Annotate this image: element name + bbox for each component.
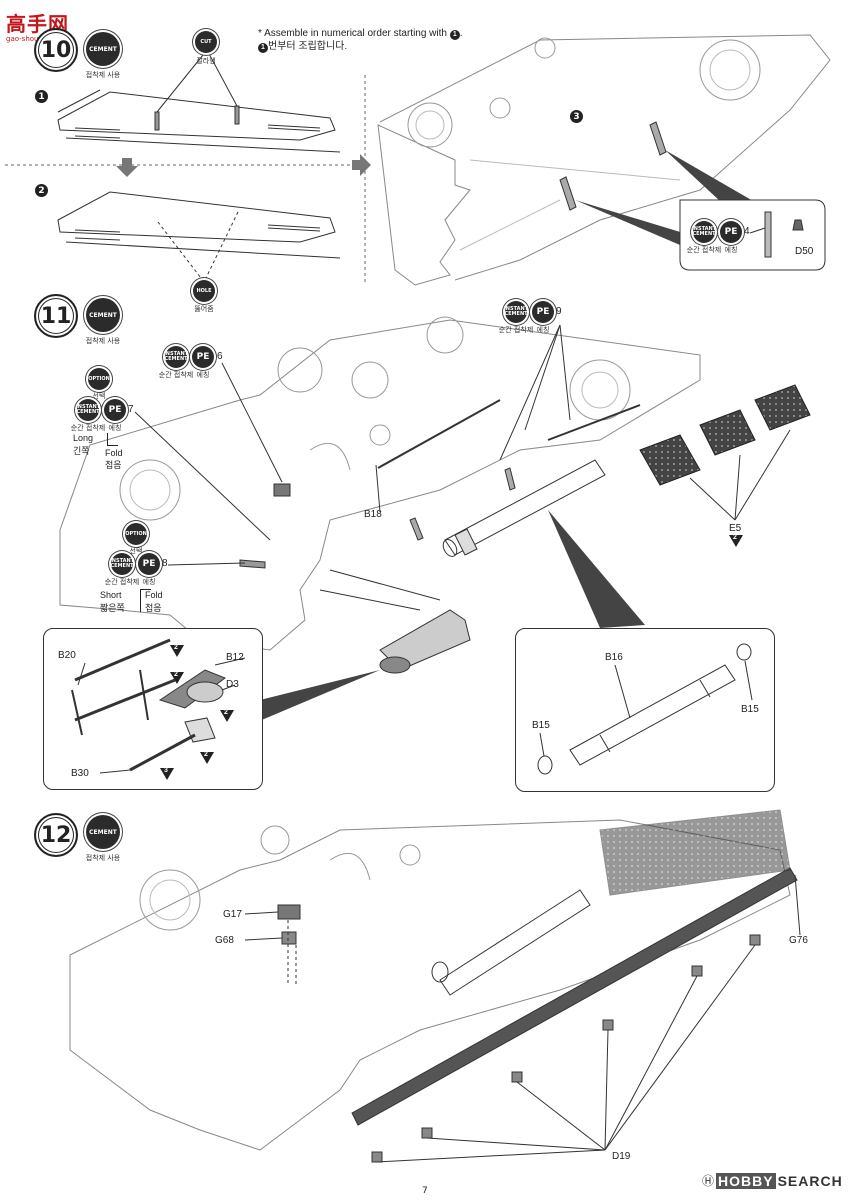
cement-badge-step11: CEMENT bbox=[86, 298, 120, 332]
count-b30-b: 3 bbox=[164, 767, 168, 774]
detail-box-mount bbox=[43, 628, 263, 790]
count-b12-a: 2 bbox=[174, 644, 178, 651]
fold-label-7-kr: 접음 bbox=[105, 460, 122, 470]
instant-cement-caption-7: 순간 접착제 bbox=[70, 424, 106, 432]
pe-caption-6: 에칭 bbox=[196, 371, 210, 379]
assembly-note: * Assemble in numerical order starting w… bbox=[258, 28, 463, 53]
part-label-d3: D3 bbox=[226, 679, 239, 690]
long-fold-mark bbox=[107, 433, 118, 446]
cement-caption-step10: 접착제 사용 bbox=[85, 71, 121, 79]
pe-part-number-6: 6 bbox=[217, 351, 223, 362]
substep-3-marker: 3 bbox=[570, 110, 583, 123]
option-caption-8: 선택 bbox=[129, 547, 143, 555]
pe-caption-7: 에칭 bbox=[108, 424, 122, 432]
instant-cement-badge-9: INSTANT CEMENT bbox=[504, 301, 528, 323]
part-label-b18: B18 bbox=[364, 509, 382, 520]
part-label-b30: B30 bbox=[71, 768, 89, 779]
part-label-b16: B16 bbox=[605, 652, 623, 663]
watermark-logo: 高手网 gao-shou.com bbox=[6, 8, 69, 43]
page-number: 7 bbox=[422, 1186, 428, 1196]
hobbysearch-left: HOBBY bbox=[716, 1172, 776, 1189]
part-label-b20: B20 bbox=[58, 650, 76, 661]
hobbysearch-logo: Ⓗ HOBBY SEARCH bbox=[702, 1172, 843, 1189]
short-label-kr: 짧은쪽 bbox=[100, 603, 125, 613]
short-fold-mark bbox=[140, 589, 151, 612]
cut-caption: 잘라냄 bbox=[196, 57, 216, 65]
instant-cement-badge-8: INSTANT CEMENT bbox=[110, 553, 134, 575]
pe-part-number-8: 8 bbox=[162, 558, 168, 569]
instant-cement-caption-9: 순간 접착제 bbox=[498, 326, 534, 334]
option-caption-7: 선택 bbox=[92, 392, 106, 400]
cement-caption-step11: 접착제 사용 bbox=[85, 337, 121, 345]
e5-count-marker bbox=[729, 535, 743, 547]
part-label-b15-left: B15 bbox=[532, 720, 550, 731]
long-label-kr: 긴쪽 bbox=[73, 446, 90, 456]
cut-badge: CUT bbox=[195, 31, 217, 53]
hobbysearch-mark-icon: Ⓗ bbox=[702, 1174, 715, 1188]
instant-cement-badge-7: INSTANT CEMENT bbox=[76, 399, 100, 421]
step-12-number: 12 bbox=[34, 813, 78, 857]
part-label-e5: E5 bbox=[729, 523, 742, 534]
option-badge-8: OPTION bbox=[125, 523, 147, 545]
step-11-number: 11 bbox=[34, 294, 78, 338]
cement-badge-step12: CEMENT bbox=[86, 815, 120, 849]
instant-cement-caption-step10: 순간 접착제 bbox=[686, 246, 722, 254]
part-label-b15-right: B15 bbox=[741, 704, 759, 715]
pe-caption-step10: 에칭 bbox=[724, 246, 738, 254]
substep-1-marker: 1 bbox=[35, 90, 48, 103]
substep-2-marker: 2 bbox=[35, 184, 48, 197]
pe-badge-step10: PE bbox=[720, 221, 742, 243]
pe-badge-7: PE bbox=[104, 399, 126, 421]
part-label-d50: D50 bbox=[795, 246, 814, 257]
long-label: Long bbox=[73, 433, 94, 443]
e5-count: 2 bbox=[733, 534, 737, 541]
part-label-d19: D19 bbox=[612, 1151, 631, 1162]
pe-badge-8: PE bbox=[138, 553, 160, 575]
pe-part-number-9: 9 bbox=[556, 306, 562, 317]
short-label: Short bbox=[100, 590, 122, 600]
pe-badge-9: PE bbox=[532, 301, 554, 323]
fold-label-8-kr: 접음 bbox=[145, 603, 162, 613]
count-b12-b: 2 bbox=[174, 671, 178, 678]
option-badge-7: OPTION bbox=[88, 368, 110, 390]
pe-caption-9: 에칭 bbox=[536, 326, 550, 334]
count-b30-a: 2 bbox=[204, 751, 208, 758]
instant-cement-badge-6: INSTANT CEMENT bbox=[164, 346, 188, 368]
instant-cement-caption-6: 순간 접착제 bbox=[158, 371, 194, 379]
instant-cement-caption-8: 순간 접착제 bbox=[104, 578, 140, 586]
part-label-b12: B12 bbox=[226, 652, 244, 663]
cement-caption-step12: 접착제 사용 bbox=[85, 854, 121, 862]
cement-badge-step10: CEMENT bbox=[86, 32, 120, 66]
hole-badge: HOLE bbox=[193, 280, 215, 302]
instant-cement-badge-step10: INSTANT CEMENT bbox=[692, 221, 716, 243]
part-label-g17: G17 bbox=[223, 909, 242, 920]
step-10-number: 10 bbox=[34, 28, 78, 72]
part-label-g76: G76 bbox=[789, 935, 808, 946]
pe-badge-6: PE bbox=[192, 346, 214, 368]
hole-caption: 뚫어줌 bbox=[194, 305, 214, 313]
part-label-g68: G68 bbox=[215, 935, 234, 946]
pe-part-number-4: 4 bbox=[744, 226, 750, 237]
watermark-site: gao-shou.com bbox=[6, 35, 56, 43]
fold-label-7: Fold bbox=[105, 448, 123, 458]
count-d3: 2 bbox=[224, 709, 228, 716]
hobbysearch-right: SEARCH bbox=[777, 1172, 843, 1189]
pe-caption-8: 에칭 bbox=[142, 578, 156, 586]
pe-part-number-7: 7 bbox=[128, 404, 134, 415]
fold-label-8: Fold bbox=[145, 590, 163, 600]
